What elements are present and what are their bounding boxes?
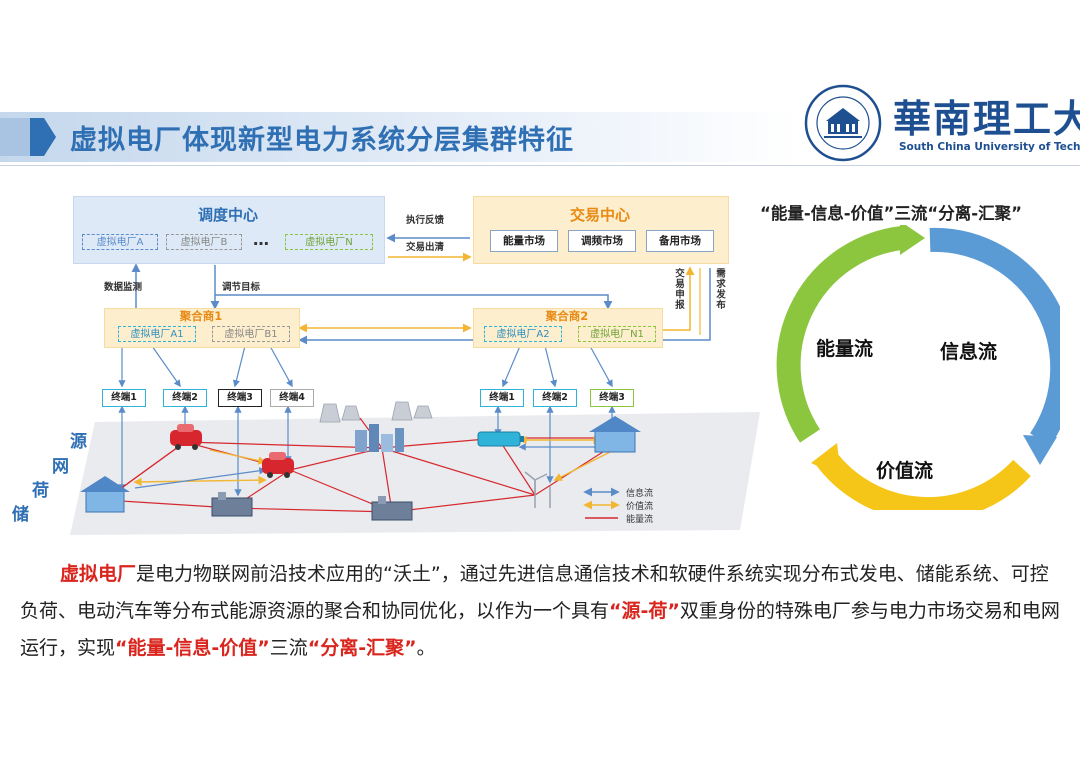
house-icon [589,416,641,453]
para-term-separate-converge: “分离-汇聚” [307,637,417,659]
house-icon [80,476,130,513]
description-paragraph: 虚拟电厂是电力物联网前沿技术应用的“沃土”，通过先进信息通信技术和软硬件系统实现… [20,556,1060,667]
aggregator-1-title: 聚合商1 [179,309,223,323]
label-trade-declare: 交易申报 [673,268,684,310]
energy-market: 能量市场 [490,230,558,252]
university-logo-en: South China University of Technology [899,141,1080,153]
label-trade-clear: 交易出清 [406,242,445,253]
title-band [0,112,800,162]
label-data-monitor: 数据监测 [104,282,143,293]
cycle-info-flow: 信息流 [940,341,998,363]
side-label-grid: 网 [52,457,69,477]
side-label-load: 荷 [32,481,49,501]
header-divider [0,165,1080,166]
reserve-market: 备用市场 [646,230,714,252]
side-label-storage: 储 [12,505,29,525]
dispatch-ellipsis: … [253,230,269,249]
energy-arrowhead [900,225,925,255]
side-label-source: 源 [70,432,87,452]
aggregator-1-vpp-a1: 虚拟电厂A1 [118,326,196,342]
info-flow-arc [929,227,1060,447]
legend-energy-flow: 能量流 [626,515,654,525]
para-text-1: 是电力物联网前沿技术应用的“沃土”，通过先进信息通信技术和软硬件系统实现分布式发… [20,563,1049,622]
aggregator-1-vpp-b1: 虚拟电厂B1 [212,326,290,342]
para-term-vpp: 虚拟电厂 [60,563,137,585]
ev-car-icon [170,424,202,450]
legend-info-flow: 信息流 [626,489,654,499]
factory-icon [371,496,413,521]
cooling-tower-icon [319,401,433,423]
battery-storage-icon [477,431,524,447]
para-term-source-load: “源-荷” [609,600,680,622]
terminal-left-1: 终端1 [102,389,146,407]
para-text-2: 双重身份的特殊电厂参与电力市场交易和电网运行，实现 [20,600,1060,659]
page-title: 虚拟电厂体现新型电力系统分层集群特征 [70,125,574,156]
wind-turbine-icon [524,471,551,508]
label-exec-feedback: 执行反馈 [406,215,445,226]
para-text-3: 三流 [269,637,308,659]
terminal-right-3: 终端3 [590,389,634,407]
cycle-energy-flow: 能量流 [816,338,874,360]
label-demand-release: 需求发布 [714,268,725,310]
frequency-market: 调频市场 [568,230,636,252]
terminal-left-4: 终端4 [270,389,314,407]
dispatch-center-title: 调度中心 [197,206,258,224]
terminal-right-2: 终端2 [533,389,577,407]
university-logo-cn: 華南理工大學 [893,96,1080,141]
terminal-left-3: 终端3 [218,389,262,407]
dispatch-center-panel [73,196,385,264]
para-text-4: 。 [416,637,436,659]
aggregator-2-title: 聚合商2 [545,309,589,323]
legend-value-flow: 价值流 [626,502,654,512]
energy-flow-arc [776,226,904,443]
aggregator-2-vpp-n1: 虚拟电厂N1 [578,326,656,342]
ev-car-icon [262,452,294,478]
trading-center-title: 交易中心 [569,206,630,224]
university-seal-icon [804,84,882,162]
factory-icon [211,492,253,517]
vpp-diagram-graphics [70,233,760,535]
terminal-left-2: 终端2 [163,389,207,407]
value-flow-arc [815,449,1031,510]
cycle-value-flow: 价值流 [876,460,934,482]
dispatch-vpp-a: 虚拟电厂A [82,234,158,250]
dispatch-vpp-n: 虚拟电厂N [285,234,373,250]
value-arrowhead [811,443,841,477]
three-flow-cycle [776,225,1060,510]
info-arrowhead [1023,435,1057,465]
city-buildings-icon [355,424,404,452]
label-adjust-target: 调节目标 [222,282,261,293]
dispatch-vpp-b: 虚拟电厂B [166,234,242,250]
aggregator-2-vpp-a2: 虚拟电厂A2 [484,326,562,342]
para-term-three-flows: “能量-信息-价值” [115,637,270,659]
terminal-right-1: 终端1 [480,389,524,407]
cycle-title: “能量-信息-价值”三流“分离-汇聚” [760,204,1022,223]
